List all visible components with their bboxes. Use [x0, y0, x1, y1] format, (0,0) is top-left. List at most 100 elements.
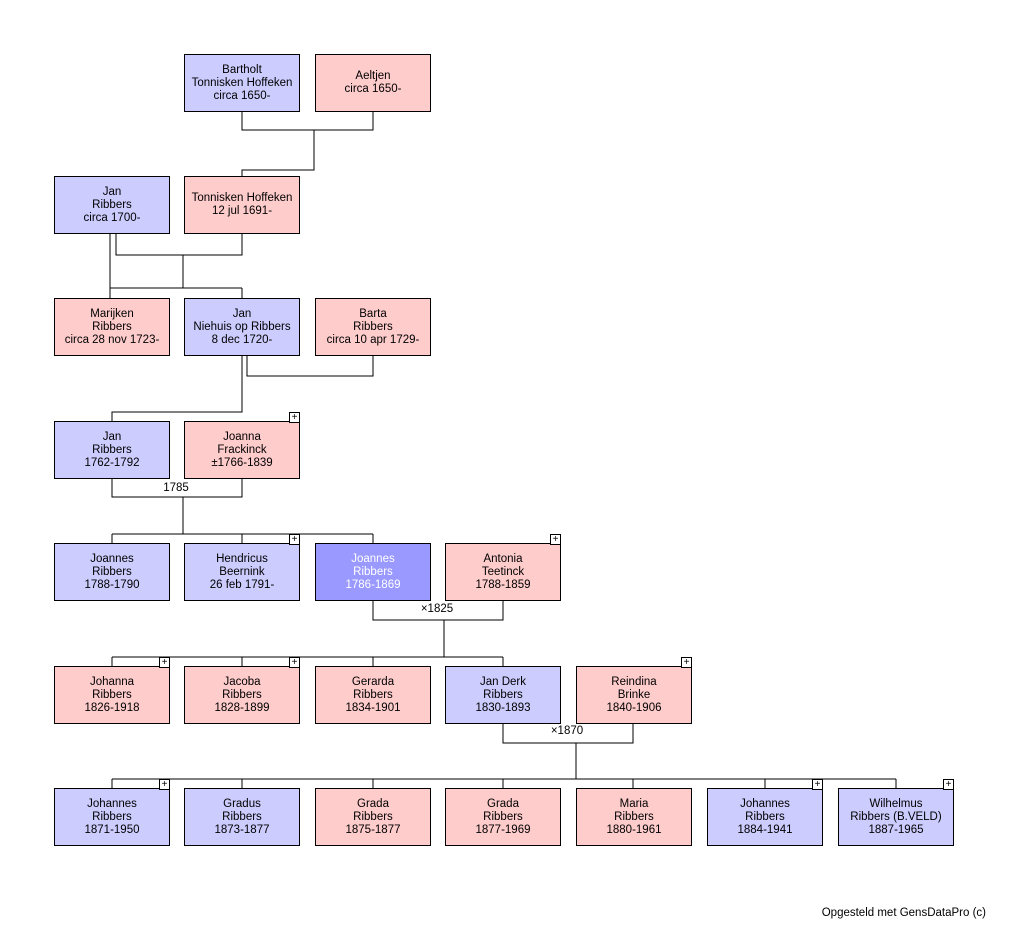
person-line: Antonia [483, 552, 523, 565]
person-line: Gerarda [351, 675, 395, 688]
person-line: 1887-1965 [868, 823, 924, 836]
person-line: circa 1650- [344, 83, 402, 95]
person-line: Hendricus [216, 552, 268, 565]
person-line: Ribbers [483, 810, 523, 823]
marriage-label-1785: 1785 [161, 482, 191, 494]
person-line: Ribbers [353, 688, 393, 701]
expand-plus-icon[interactable]: + [943, 779, 954, 790]
person-line: Ribbers [92, 810, 132, 823]
person-line: Ribbers [745, 810, 785, 823]
marriage-label-1870: ×1870 [548, 725, 586, 737]
person-line: Frackinck [217, 443, 267, 456]
person-line: Aeltjen [355, 70, 391, 82]
person-line: 1830-1893 [475, 701, 531, 714]
person-line: Jan [232, 307, 252, 320]
marriage-label-1825: ×1825 [418, 603, 456, 615]
person-line: Ribbers [353, 320, 393, 333]
person-line: 1834-1901 [345, 701, 401, 714]
expand-plus-icon[interactable]: + [812, 779, 823, 790]
expand-plus-icon[interactable]: + [681, 657, 692, 668]
person-line: 1826-1918 [84, 701, 140, 714]
person-line: 26 feb 1791- [209, 578, 275, 591]
expand-plus-icon[interactable]: + [289, 534, 300, 545]
person-line: circa 1700- [83, 211, 141, 224]
person-line: Ribbers [483, 688, 523, 701]
person-line: Bartholt [222, 63, 262, 76]
person-line: circa 10 apr 1729- [326, 333, 420, 346]
person-line: Niehuis op Ribbers [193, 320, 291, 333]
person-line: 1877-1969 [475, 823, 531, 836]
person-line: Ribbers [614, 810, 654, 823]
person-line: 8 dec 1720- [211, 333, 273, 346]
expand-plus-icon[interactable]: + [289, 657, 300, 668]
person-line: Brinke [617, 688, 651, 701]
expand-plus-icon[interactable]: + [159, 657, 170, 668]
expand-plus-icon[interactable]: + [289, 412, 300, 423]
expand-plus-icon[interactable]: + [550, 534, 561, 545]
person-line: circa 28 nov 1723- [64, 333, 160, 346]
person-line: Jacoba [223, 675, 261, 688]
person-line: 1840-1906 [606, 701, 662, 714]
person-line: Johannes [87, 797, 137, 810]
person-line: 1880-1961 [606, 823, 662, 836]
person-line: Reindina [611, 675, 657, 688]
person-line: Johanna [89, 675, 135, 688]
person-line: Gradus [223, 797, 261, 810]
person-line: Jan [102, 185, 122, 198]
expand-plus-icon[interactable]: + [159, 779, 170, 790]
person-line: Ribbers [92, 688, 132, 701]
person-line: 1871-1950 [84, 823, 140, 836]
person-line: circa 1650- [213, 89, 271, 102]
person-line: 12 jul 1691- [211, 205, 273, 217]
person-line: Ribbers [92, 443, 132, 456]
person-line: Ribbers (B.VELD) [850, 810, 942, 823]
person-line: Marijken [90, 307, 134, 320]
person-line: Ribbers [353, 565, 393, 578]
person-line: Joanna [223, 430, 261, 443]
person-line: Grada [357, 797, 389, 810]
person-line: 1788-1859 [475, 578, 531, 591]
person-line: Jan [102, 430, 122, 443]
person-line: Tonnisken Hoffeken [191, 76, 293, 89]
person-line: ±1766-1839 [211, 456, 273, 469]
person-line: Ribbers [92, 320, 132, 333]
person-line: 1762-1792 [84, 456, 140, 469]
person-line: Ribbers [222, 810, 262, 823]
person-line: Johannes [740, 797, 790, 810]
person-line: 1873-1877 [214, 823, 270, 836]
person-line: 1828-1899 [214, 701, 270, 714]
person-line: Ribbers [353, 810, 393, 823]
person-line: Teetinck [481, 565, 525, 578]
person-line: Ribbers [222, 688, 262, 701]
person-line: 1875-1877 [345, 823, 401, 836]
person-line: Maria [619, 797, 649, 810]
person-line: Beernink [219, 565, 265, 578]
person-line: Ribbers [92, 565, 132, 578]
